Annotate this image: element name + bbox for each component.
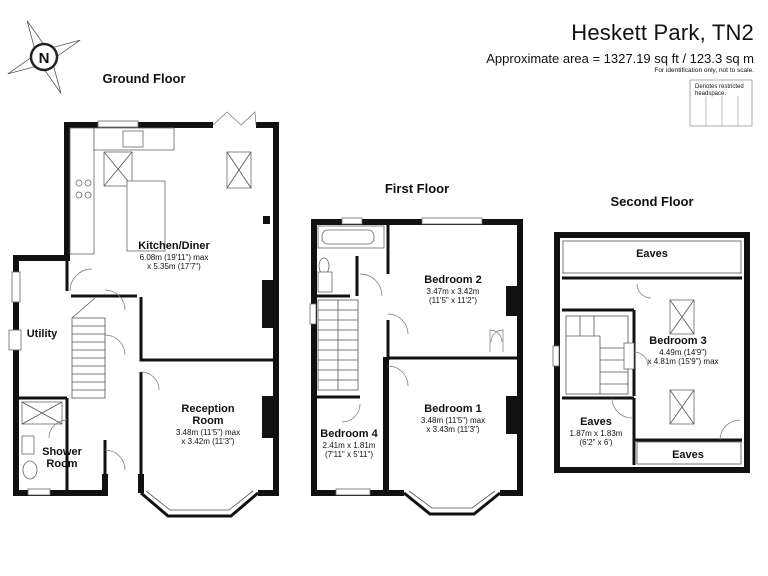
disclaimer-text: For identification only, not to scale. xyxy=(654,67,754,74)
reception-dim-1: 3.48m (11'5") max xyxy=(176,428,240,437)
bedroom4-dim-2: (7'11" x 5'11") xyxy=(325,450,373,459)
kitchen-sink-icon xyxy=(122,130,144,148)
bedroom2-name: Bedroom 2 xyxy=(424,274,481,286)
eaves-left-dim-1: 1.87m x 1.83m xyxy=(570,429,623,438)
property-title: Heskett Park, TN2 xyxy=(571,20,754,45)
bedroom3-dim-1: 4.49m (14'9") xyxy=(659,348,707,357)
eaves-left-name: Eaves xyxy=(580,416,612,428)
bedroom3-name: Bedroom 3 xyxy=(649,335,706,347)
eaves-left-dim-2: (6'2" x 6') xyxy=(579,438,612,447)
ground-floor-title: Ground Floor xyxy=(102,71,185,86)
legend-label-2: headspace. xyxy=(695,91,726,97)
headspace-legend: Denotes restricted headspace. xyxy=(689,79,753,127)
shower-name-1: Shower xyxy=(42,446,82,458)
shower-name-2: Room xyxy=(46,458,77,470)
bedroom1-name: Bedroom 1 xyxy=(424,403,481,415)
bedroom1-dim-1: 3.48m (11'5") max xyxy=(421,416,485,425)
eaves-bottom-name: Eaves xyxy=(672,449,704,461)
second-floor-title: Second Floor xyxy=(610,194,693,209)
utility-name: Utility xyxy=(27,328,58,340)
reception-name-1: Reception xyxy=(181,403,234,415)
compass-icon xyxy=(7,20,81,94)
kitchen-dim-2: x 5.35m (17'7") xyxy=(147,262,201,271)
second-stairs xyxy=(565,315,629,395)
ground-stairs xyxy=(71,297,106,399)
compass-north-label: N xyxy=(39,50,50,67)
second-floor-plan xyxy=(552,232,750,473)
area-summary: Approximate area = 1327.19 sq ft / 123.3… xyxy=(486,51,754,66)
disclaimer-block: For identification only, not to scale. xyxy=(654,67,754,74)
eaves-top-name: Eaves xyxy=(636,248,668,260)
bedroom4-name: Bedroom 4 xyxy=(320,428,378,440)
bedroom2-dim-1: 3.47m x 3.42m xyxy=(427,287,480,296)
ground-floor-plan xyxy=(8,111,279,518)
kitchen-island xyxy=(126,180,166,252)
first-stairs xyxy=(317,299,359,391)
header: Heskett Park, TN2 xyxy=(571,20,754,46)
bedroom1-dim-2: x 3.43m (11'3") xyxy=(426,425,479,434)
kitchen-counter-left xyxy=(69,127,95,255)
reception-dim-2: x 3.42m (11'3") xyxy=(181,437,234,446)
kitchen-dim-1: 6.08m (19'11") max xyxy=(140,253,209,262)
bedroom4-dim-1: 2.41m x 1.81m xyxy=(323,441,376,450)
bedroom3-dim-2: x 4.81m (15'9") max xyxy=(647,357,718,366)
bedroom2-dim-2: (11'5" x 11'2") xyxy=(429,296,477,305)
kitchen-name: Kitchen/Diner xyxy=(138,240,210,252)
area-text: Approximate area = 1327.19 sq ft / 123.3… xyxy=(486,51,754,66)
reception-name-2: Room xyxy=(192,415,223,427)
first-floor-title: First Floor xyxy=(385,181,449,196)
legend-label-1: Denotes restricted xyxy=(695,84,744,90)
first-floor-plan xyxy=(309,217,523,516)
